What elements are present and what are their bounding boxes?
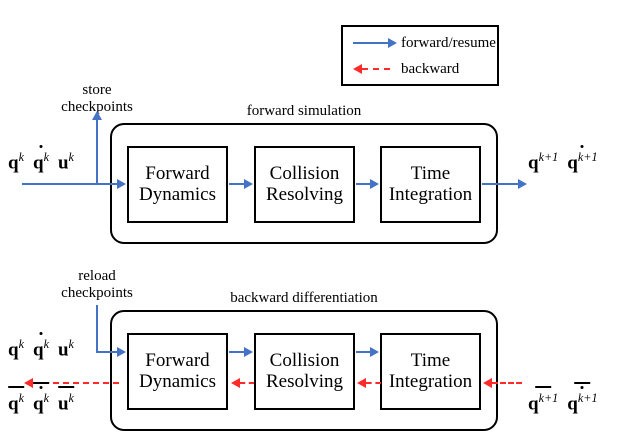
legend-item-forward: forward/resume: [343, 31, 497, 55]
box-cr-bot-line2: Resolving: [265, 370, 344, 392]
label-qdotbar-bot: qk: [33, 382, 49, 413]
store-checkpoints-caption: store checkpoints: [32, 82, 162, 116]
label-qdot-out-top: qk+1: [567, 144, 598, 172]
forward-arrow-icon: [349, 33, 401, 53]
backward-arrow-icon: [349, 59, 401, 79]
box-ti-bot-line1: Time: [410, 349, 451, 371]
label-qdot-top: qk: [33, 144, 49, 172]
box-fd-top-line1: Forward: [145, 162, 210, 184]
box-cr-top-line2: Resolving: [265, 183, 344, 205]
label-qbar-bot: qk: [8, 386, 24, 413]
box-collision-resolving-top[interactable]: Collision Resolving: [254, 146, 355, 223]
label-u-bot: uk: [57, 337, 74, 361]
box-forward-dynamics-bottom[interactable]: Forward Dynamics: [127, 333, 228, 410]
box-ti-top-line2: Integration: [388, 183, 473, 205]
legend-label-backward: backward: [401, 60, 460, 77]
backward-differentiation-container: [110, 310, 498, 431]
label-qdotbar-out: qk+1: [567, 382, 598, 413]
legend-item-backward: backward: [343, 57, 497, 81]
store-caption-line1: store: [82, 82, 112, 98]
label-u-top: uk: [57, 150, 74, 174]
store-caption-line2: checkpoints: [61, 98, 133, 115]
label-q-out-top: qk+1: [528, 150, 559, 174]
legend-box: forward/resume backward: [341, 25, 499, 86]
box-fd-bot-line1: Forward: [145, 349, 210, 371]
output-label-top: qk+1 qk+1: [528, 144, 598, 174]
box-cr-top-line1: Collision: [269, 162, 340, 184]
reload-caption-line2: checkpoints: [61, 284, 133, 301]
label-q-bot: qk: [8, 337, 24, 361]
reload-caption-line1: reload: [78, 268, 116, 284]
reload-checkpoints-caption: reload checkpoints: [32, 268, 162, 302]
label-ubar-bot: uk: [58, 386, 74, 413]
box-cr-bot-line1: Collision: [269, 349, 340, 371]
box-ti-bot-line2: Integration: [388, 370, 473, 392]
label-qdot-bot: qk: [33, 331, 49, 359]
box-fd-bot-line2: Dynamics: [138, 370, 217, 392]
forward-simulation-title: forward simulation: [246, 103, 362, 119]
adjoint-output-label-bottom: qk+1 qk+1: [528, 382, 598, 413]
box-collision-resolving-bottom[interactable]: Collision Resolving: [254, 333, 355, 410]
box-time-integration-bottom[interactable]: Time Integration: [380, 333, 481, 410]
legend-label-forward: forward/resume: [401, 34, 496, 51]
box-time-integration-top[interactable]: Time Integration: [380, 146, 481, 223]
box-fd-top-line2: Dynamics: [138, 183, 217, 205]
label-qbar-out: qk+1: [528, 386, 558, 413]
box-ti-top-line1: Time: [410, 162, 451, 184]
box-forward-dynamics-top[interactable]: Forward Dynamics: [127, 146, 228, 223]
label-q-top: qk: [8, 150, 24, 174]
backward-differentiation-title: backward differentiation: [230, 290, 378, 306]
